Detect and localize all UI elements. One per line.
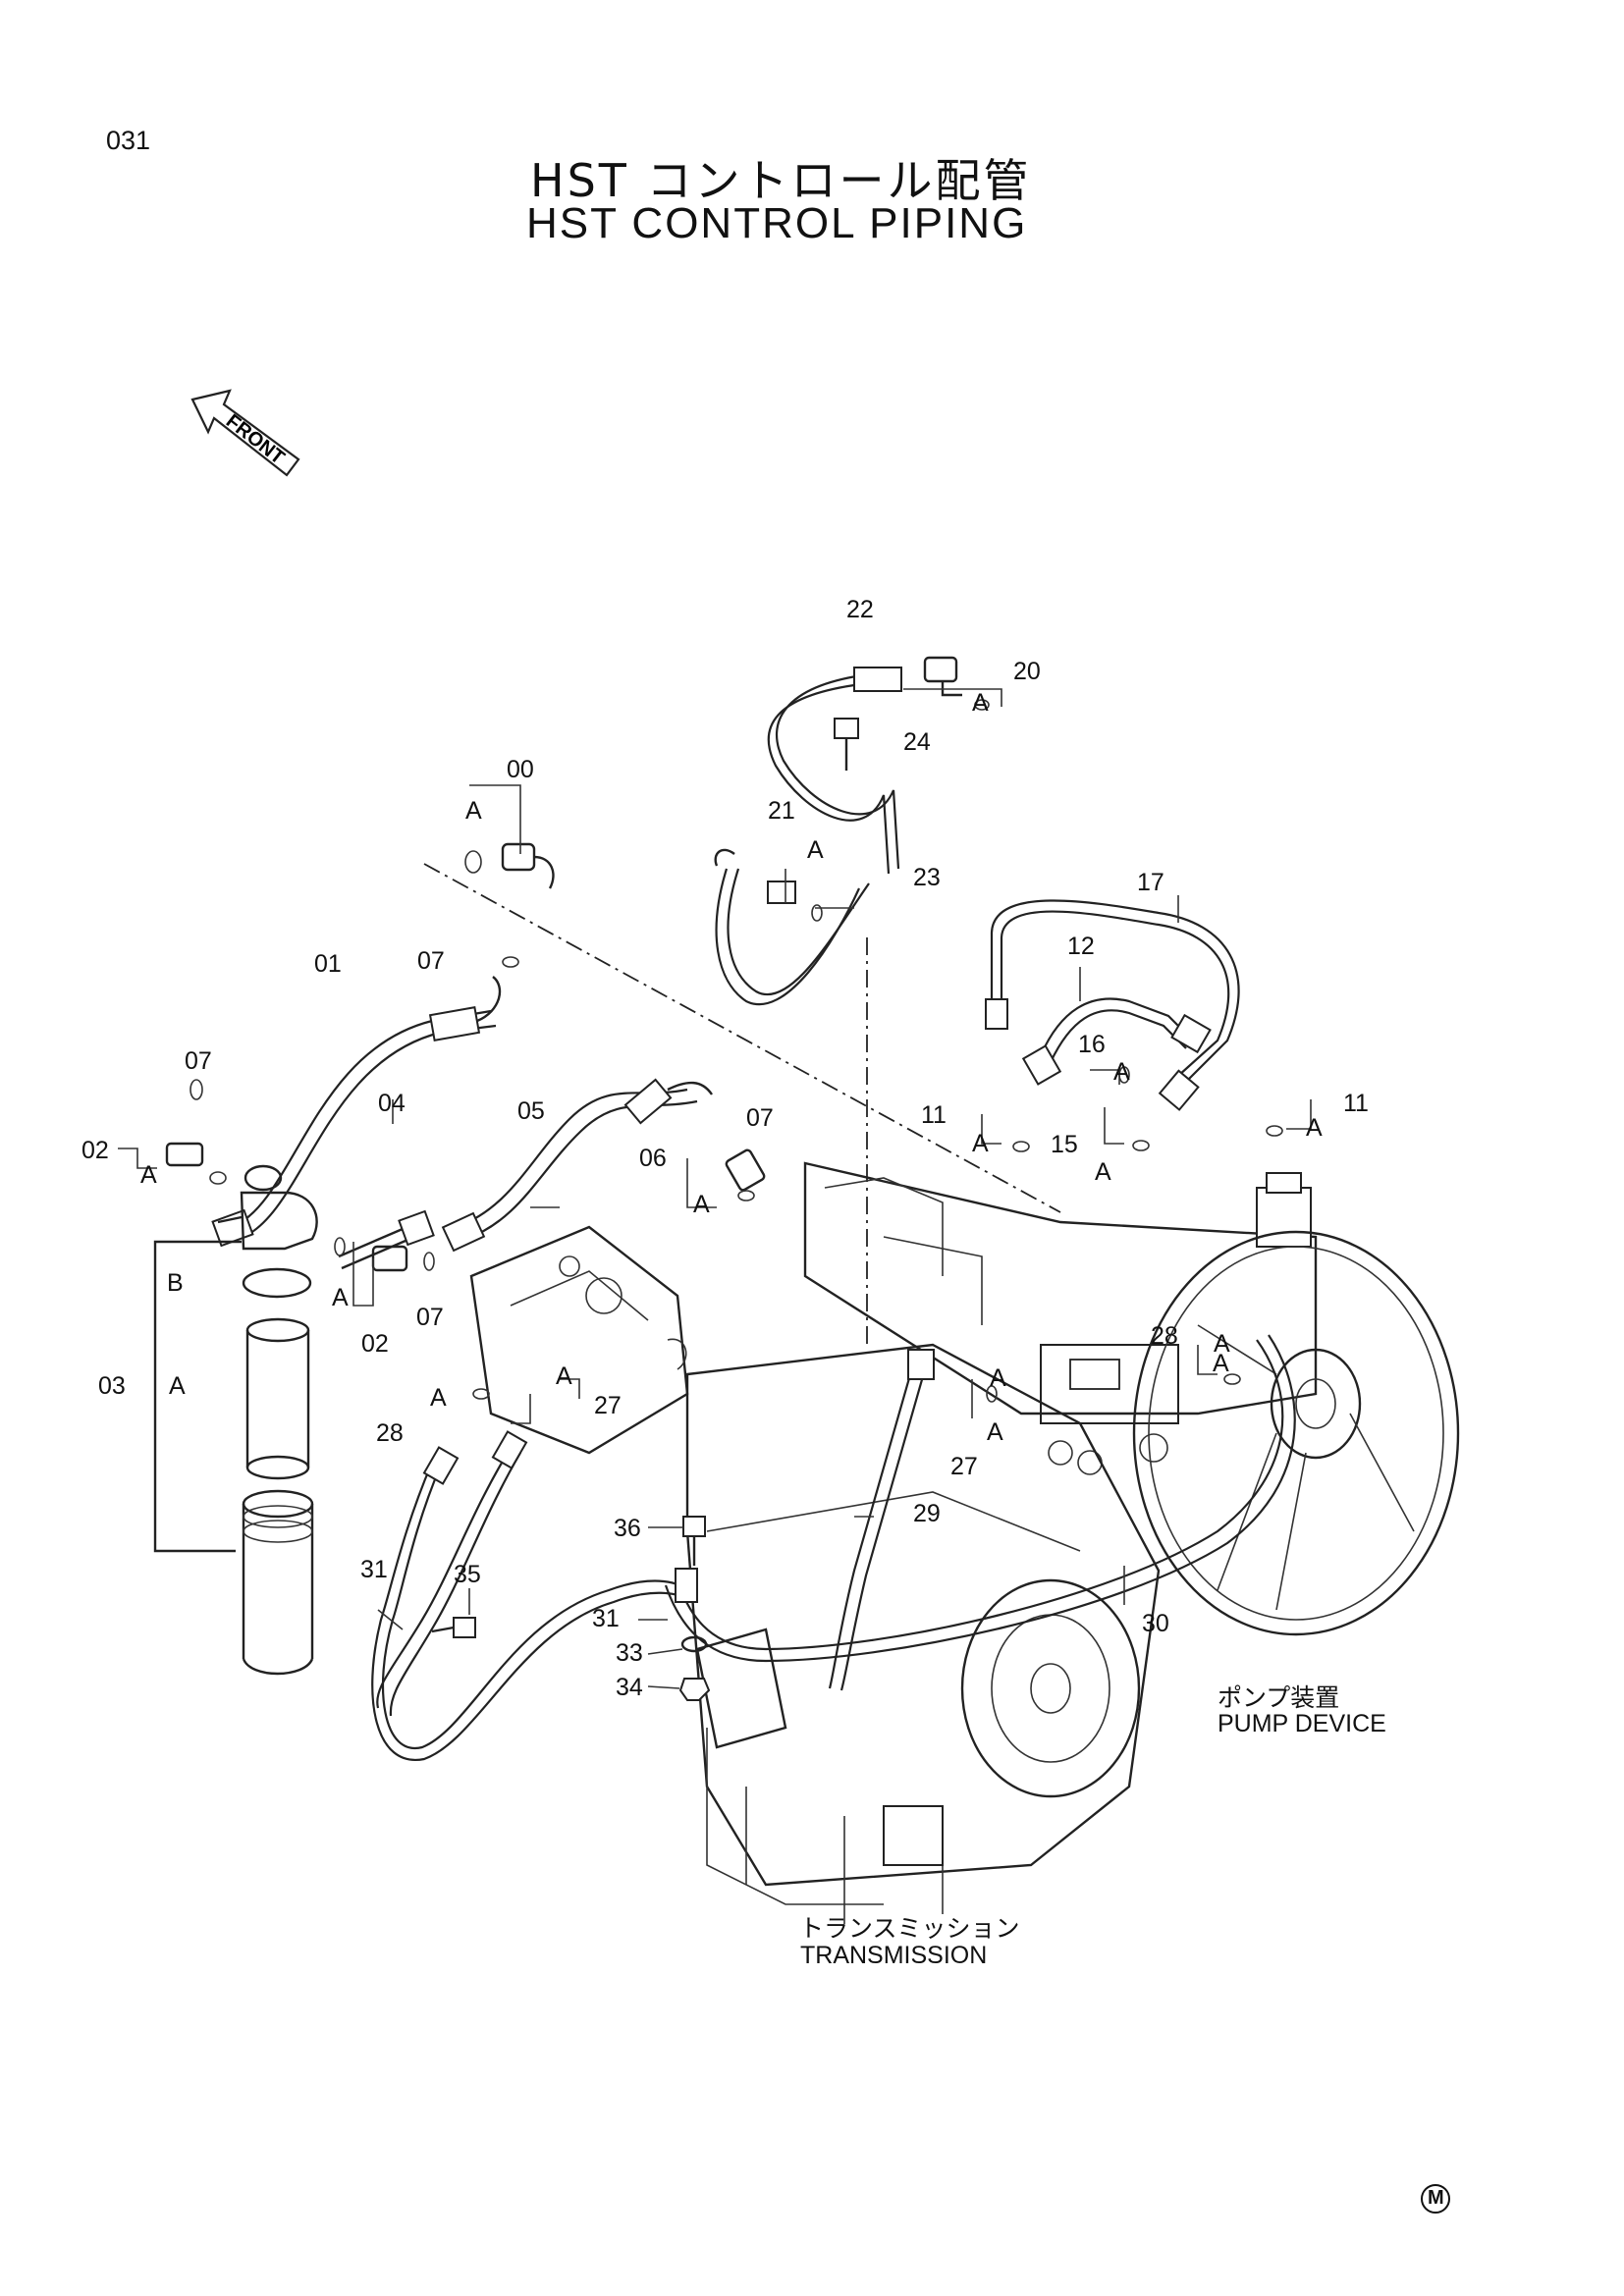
- hose-01: [211, 976, 502, 1248]
- callout-31: 31: [592, 1605, 620, 1632]
- pump-device-label-jp: ポンプ装置: [1218, 1683, 1340, 1712]
- letter-code: A: [693, 1191, 710, 1218]
- copyright-circle-icon: [1421, 2184, 1450, 2214]
- letter-code: A: [430, 1384, 447, 1412]
- letter-code: A: [972, 689, 989, 717]
- callout-27: 27: [594, 1392, 622, 1419]
- callout-17: 17: [1137, 869, 1164, 896]
- fitting-00: [464, 842, 555, 889]
- page-title-english: HST CONTROL PIPING: [526, 199, 1028, 247]
- front-arrow-icon: FRONT: [190, 389, 300, 477]
- callout-01: 01: [314, 950, 342, 978]
- letter-code: A: [972, 1130, 989, 1157]
- callout-30: 30: [1142, 1610, 1169, 1637]
- callout-04: 04: [378, 1090, 406, 1117]
- hose-29: [828, 1349, 935, 1691]
- letter-code: A: [1095, 1158, 1111, 1186]
- reference-line: [423, 863, 1061, 1213]
- callout-34: 34: [616, 1674, 643, 1701]
- hose-31: [371, 1430, 698, 1762]
- fitting-06: [725, 1148, 766, 1192]
- hose-17: [985, 899, 1240, 1111]
- o-rings: [189, 699, 1283, 1403]
- pump-device-body: [803, 1161, 1318, 1475]
- callout-23: 23: [913, 864, 941, 891]
- callout-20: 20: [1013, 658, 1041, 685]
- callout-16: 16: [1078, 1031, 1106, 1058]
- bolt-24: [834, 718, 859, 771]
- letter-code: A: [990, 1364, 1006, 1392]
- bolt-35: [431, 1617, 476, 1638]
- callout-27: 27: [950, 1453, 978, 1480]
- letter-code: B: [167, 1269, 184, 1297]
- callout-11: 11: [1343, 1090, 1369, 1117]
- letter-code: A: [556, 1362, 572, 1390]
- fitting-21: [714, 848, 796, 904]
- callout-29: 29: [913, 1500, 941, 1527]
- callout-02: 02: [81, 1137, 109, 1164]
- callout-22: 22: [846, 596, 874, 623]
- letter-code: A: [807, 836, 824, 864]
- callout-28: 28: [1151, 1322, 1178, 1350]
- flywheel: [1132, 1230, 1460, 1636]
- callout-15: 15: [1051, 1131, 1078, 1158]
- hose-30: [664, 1334, 1296, 1663]
- callout-12: 12: [1067, 933, 1095, 960]
- letter-code: A: [332, 1284, 349, 1311]
- letter-code: A: [169, 1372, 186, 1400]
- callout-28: 28: [376, 1419, 404, 1447]
- bolt-36: [682, 1516, 706, 1566]
- hose-22: [715, 667, 902, 1006]
- letter-code: A: [1213, 1350, 1229, 1377]
- transmission-label-en: TRANSMISSION: [800, 1942, 988, 1969]
- page-title-japanese: HST コントロール配管: [530, 154, 1032, 207]
- callout-21: 21: [768, 797, 795, 825]
- letter-code: A: [987, 1418, 1003, 1446]
- hydraulic-motor: [469, 1225, 689, 1455]
- callout-06: 06: [639, 1145, 667, 1172]
- pump-device-label-en: PUMP DEVICE: [1218, 1710, 1386, 1737]
- letter-code: A: [1113, 1058, 1130, 1086]
- callout-35: 35: [454, 1561, 481, 1588]
- transmission-body: [685, 1343, 1161, 1924]
- callout-03: 03: [98, 1372, 126, 1400]
- callout-07: 07: [185, 1047, 212, 1075]
- bolt-04: [338, 1209, 435, 1270]
- front-arrow-label: FRONT: [222, 410, 289, 469]
- callout-31: 31: [360, 1556, 388, 1583]
- callout-leaders: [118, 688, 1312, 1689]
- callout-07: 07: [417, 947, 445, 975]
- callout-07: 07: [746, 1104, 774, 1132]
- letter-code: A: [1306, 1114, 1323, 1142]
- callout-00: 00: [507, 756, 534, 783]
- callout-24: 24: [903, 728, 931, 756]
- callout-05: 05: [517, 1097, 545, 1125]
- callout-33: 33: [616, 1639, 643, 1667]
- callout-bracket-03: [153, 1240, 242, 1553]
- transmission-label-jp: トランスミッション: [799, 1914, 1020, 1943]
- filter-element-03: [242, 1267, 314, 1676]
- letter-code: A: [140, 1161, 157, 1189]
- callout-02: 02: [361, 1330, 389, 1358]
- filter-head-assembly: [165, 1142, 408, 1272]
- callout-11: 11: [921, 1101, 947, 1129]
- page-number: 031: [106, 126, 151, 155]
- fitting-20: [923, 656, 962, 697]
- nut-34: [678, 1678, 711, 1701]
- copyright-mark: M: [1428, 2187, 1444, 2209]
- letter-code: A: [1214, 1330, 1230, 1358]
- hose-12: [1021, 997, 1212, 1086]
- callout-07: 07: [416, 1304, 444, 1331]
- letter-code: A: [465, 797, 482, 825]
- callout-36: 36: [614, 1515, 641, 1542]
- washer-33: [680, 1635, 708, 1653]
- hose-05: [441, 1078, 713, 1253]
